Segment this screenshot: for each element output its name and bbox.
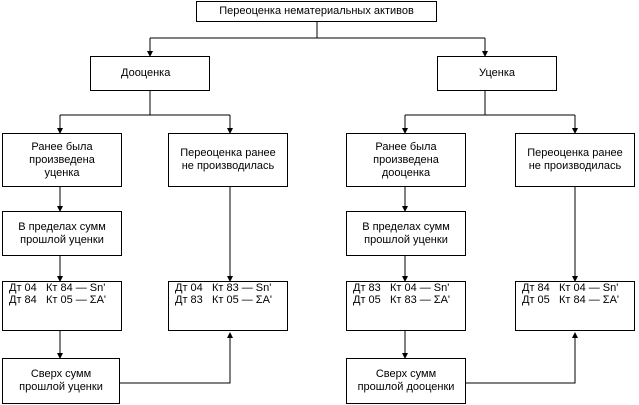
left-c1-entry-line1: Дт 04 Кт 84 — Sn' (9, 282, 106, 294)
right-c1-mid-box: В пределах сумм прошлой уценки (346, 211, 466, 256)
left-c1-entry-line2: Дт 84 Кт 05 — ΣA' (9, 294, 107, 306)
revaluation-down-box: Уценка (437, 56, 557, 91)
left-c1-entry-box: Дт 04 Кт 84 — Sn' Дт 84 Кт 05 — ΣA' (2, 281, 122, 331)
revaluation-up-box: Дооценка (90, 56, 210, 91)
title-box: Переоценка нематериальных активов (196, 1, 437, 22)
right-split (405, 91, 575, 116)
title-text: Переоценка нематериальных активов (219, 5, 414, 17)
revaluation-up-text: Дооценка (121, 67, 171, 79)
left-c2-entry-box: Дт 04 Кт 83 — Sn' Дт 83 Кт 05 — ΣA' (168, 281, 288, 331)
left-c2-top-box: Переоценка ранее не производилась (168, 133, 288, 187)
left-c2-top-text: Переоценка ранее не производилась (180, 147, 276, 172)
right-c2-entry-line1: Дт 84 Кт 04 — Sn' (522, 282, 619, 294)
right-c1-bottom-text: Сверх сумм прошлой дооценки (357, 368, 455, 393)
left-c1-top-box: Ранее была произведена уценка (2, 133, 122, 187)
right-c1-mid-text: В пределах сумм прошлой уценки (362, 220, 450, 246)
arrow-left-feedback (120, 332, 233, 384)
right-c1-top-text: Ранее была произведена дооценка (373, 140, 439, 179)
left-c2-entry-line1: Дт 04 Кт 83 — Sn' (175, 282, 272, 294)
right-c1-entry-line1: Дт 83 Кт 04 — Sn' (353, 282, 450, 294)
right-c2-entry-box: Дт 84 Кт 04 — Sn' Дт 05 Кт 84 — ΣA' (515, 281, 635, 331)
right-c1-bottom-box: Сверх сумм прошлой дооценки (346, 358, 466, 404)
left-c2-entry-line2: Дт 83 Кт 05 — ΣA' (175, 294, 273, 306)
left-c1-bottom-text: Сверх сумм прошлой уценки (19, 368, 103, 393)
left-c1-top-text: Ранее была произведена уценка (29, 140, 95, 179)
left-c1-mid-box: В пределах сумм прошлой уценки (2, 211, 122, 256)
left-c1-mid-text: В пределах сумм прошлой уценки (18, 220, 106, 246)
arrow-right-feedback (465, 332, 578, 384)
right-c2-entry-line2: Дт 05 Кт 84 — ΣA' (522, 294, 620, 306)
right-c2-top-box: Переоценка ранее не производилась (515, 133, 635, 187)
left-c1-bottom-box: Сверх сумм прошлой уценки (2, 358, 120, 404)
title-connector (150, 22, 485, 39)
revaluation-down-text: Уценка (478, 67, 516, 79)
right-c1-entry-box: Дт 83 Кт 04 — Sn' Дт 05 Кт 83 — ΣA' (346, 281, 466, 331)
right-c1-top-box: Ранее была произведена дооценка (346, 133, 466, 187)
left-split (60, 91, 230, 116)
right-c2-top-text: Переоценка ранее не производилась (527, 147, 623, 172)
right-c1-entry-line2: Дт 05 Кт 83 — ΣA' (353, 294, 451, 306)
